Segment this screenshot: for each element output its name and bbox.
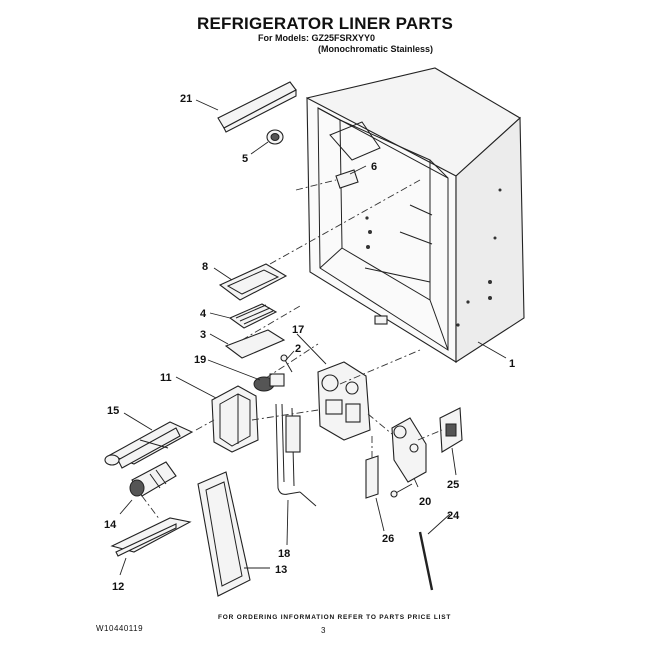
part-2-screw[interactable]	[280, 354, 293, 373]
callout-5: 5	[242, 153, 248, 165]
part-4-grille[interactable]	[228, 303, 278, 329]
callout-11: 11	[160, 372, 172, 384]
callout-13: 13	[275, 564, 287, 576]
part-12-door[interactable]	[110, 517, 192, 557]
callout-26: 26	[382, 533, 394, 545]
part-21-cover[interactable]	[217, 81, 297, 133]
part-15-filter-housing[interactable]	[104, 421, 194, 469]
part-17-housing[interactable]	[317, 361, 371, 441]
models-line: For Models: GZ25FSRXYY0	[258, 33, 376, 43]
part-25-bracket[interactable]	[439, 407, 463, 453]
part-8-tray[interactable]	[218, 263, 288, 301]
part-18-tubing[interactable]	[275, 403, 317, 507]
callout-25: 25	[447, 479, 459, 491]
callout-21: 21	[180, 93, 192, 105]
part-11-duct[interactable]	[211, 385, 259, 453]
callout-19: 19	[194, 354, 206, 366]
callout-6: 6	[371, 161, 377, 173]
callout-12: 12	[112, 581, 124, 593]
part-20-valve[interactable]	[391, 417, 427, 483]
callout-labels: 21 5 6 8 4 3 19 2 17 11 15 14 12 13 18 1…	[104, 93, 515, 593]
callout-2: 2	[295, 343, 301, 355]
finish-line: (Monochromatic Stainless)	[318, 44, 434, 54]
callout-24: 24	[447, 510, 460, 522]
part-screw[interactable]	[390, 483, 413, 498]
part-3-plate[interactable]	[224, 329, 286, 359]
part-liner[interactable]	[306, 67, 525, 364]
page-number: 3	[321, 626, 326, 635]
part-24-rod[interactable]	[418, 531, 434, 591]
part-19-fitting[interactable]	[253, 373, 285, 392]
part-13-panel[interactable]	[197, 471, 251, 597]
ordering-note: FOR ORDERING INFORMATION REFER TO PARTS …	[218, 614, 452, 621]
callout-14: 14	[104, 519, 117, 531]
part-26-clip[interactable]	[365, 455, 379, 499]
part-14-filter[interactable]	[129, 461, 177, 497]
callout-20: 20	[419, 496, 431, 508]
callout-8: 8	[202, 261, 208, 273]
part-5-knob[interactable]	[266, 129, 284, 145]
callout-4: 4	[200, 308, 207, 320]
leader-lines	[119, 99, 507, 576]
assembly-lines	[141, 179, 443, 521]
callout-18: 18	[278, 548, 290, 560]
document-number: W10440119	[96, 624, 144, 633]
callout-17: 17	[292, 324, 304, 336]
callout-1: 1	[509, 358, 515, 370]
callout-3: 3	[200, 329, 206, 341]
page-title: REFRIGERATOR LINER PARTS	[196, 14, 454, 33]
callout-15: 15	[107, 405, 119, 417]
part-6-clip[interactable]	[335, 169, 359, 189]
